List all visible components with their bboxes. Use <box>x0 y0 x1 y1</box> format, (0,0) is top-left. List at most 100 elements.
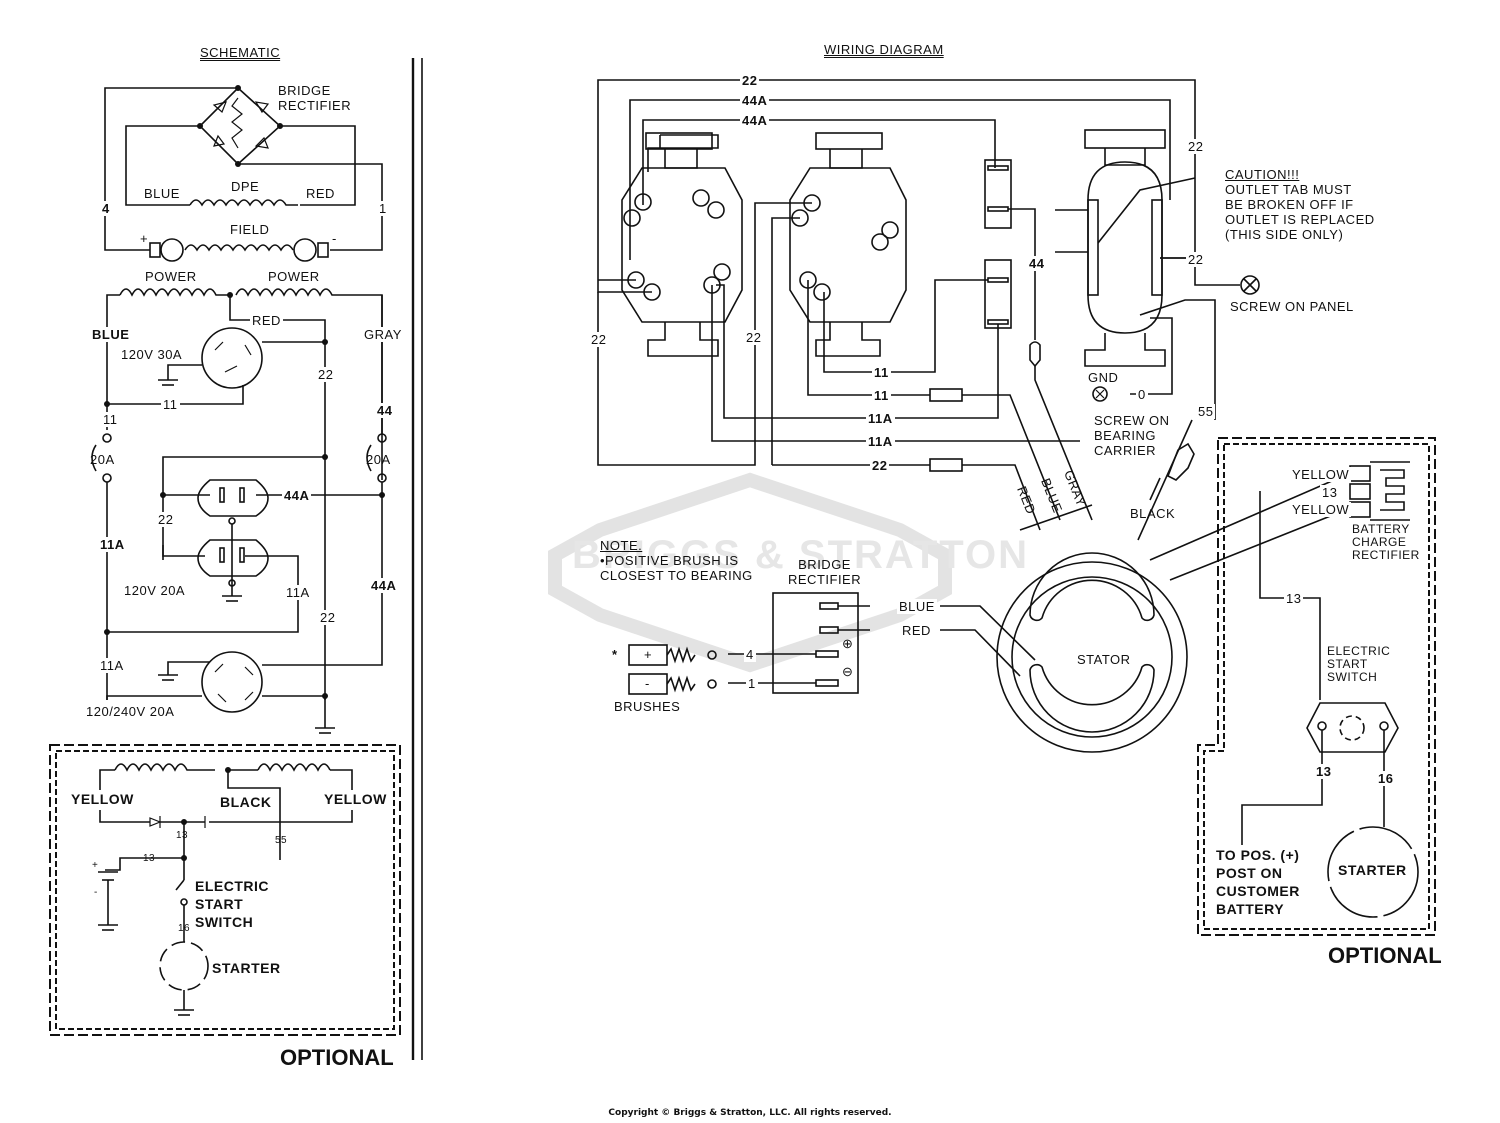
schematic-title: SCHEMATIC <box>200 45 281 60</box>
label-line: RECTIFIER <box>1352 548 1420 562</box>
breakers <box>91 295 387 483</box>
brushes-label: BRUSHES <box>614 699 681 714</box>
wiring-top-harness <box>597 79 1196 290</box>
label-line: BATTERY <box>1352 522 1410 536</box>
wire-label-4-brush: 4 <box>744 647 756 662</box>
wire-label-blue-power: BLUE <box>90 327 132 342</box>
wire-label-55: 55 <box>275 835 288 846</box>
stator <box>940 419 1349 753</box>
wire-label-11a-upper: 11A <box>866 411 895 426</box>
optional-label: OPTIONAL <box>280 1045 394 1070</box>
positive-terminal-symbol: ⊕ <box>842 636 854 651</box>
power-coil-left-label: POWER <box>143 269 199 284</box>
wire-label-red-tap: RED <box>250 313 283 328</box>
wire-label-22-duplex: 22 <box>156 512 176 527</box>
wiring-diagram-title: WIRING DIAGRAM <box>824 42 944 57</box>
power-coil-right-label: POWER <box>266 269 322 284</box>
label-line: CARRIER <box>1094 443 1157 458</box>
outlet-240v-label: 120/240V 20A <box>86 704 175 719</box>
duplex-outlet-symbol <box>197 479 269 602</box>
electric-start-switch-label: ELECTRIC START SWITCH <box>1327 645 1390 684</box>
wire-label-11-upper: 11 <box>872 365 891 380</box>
field-coil <box>149 238 329 262</box>
starter-label: STARTER <box>1338 862 1407 878</box>
wire-label-red-rectifier: RED <box>900 623 933 638</box>
optional-yellow-right-label: YELLOW <box>324 791 387 807</box>
battery-charge-rectifier-label: BATTERY CHARGE RECTIFIER <box>1352 523 1420 562</box>
wire-label-13-switch: 13 <box>1284 591 1304 606</box>
label-line: CUSTOMER <box>1216 883 1300 899</box>
wire-label-44a-second: 44A <box>740 113 770 128</box>
breaker-left-label: 20A <box>90 452 115 467</box>
wire-label-16: 16 <box>1376 771 1396 786</box>
note-line: CLOSEST TO BEARING <box>600 568 753 583</box>
caution-heading: CAUTION!!! <box>1225 167 1300 182</box>
wire-label-22-left: 22 <box>589 332 609 347</box>
optional-black-label: BLACK <box>218 794 274 810</box>
wire-label-13-battery: 13 <box>143 853 156 864</box>
dpe-label: DPE <box>229 179 262 194</box>
note-heading: NOTE. <box>600 538 643 553</box>
label-line: BRIDGE <box>798 557 851 572</box>
label-line: START <box>1327 657 1368 671</box>
label-line: START <box>195 896 244 912</box>
wire-label-13-battery: 13 <box>1314 764 1334 779</box>
wire-label-1-brush: 1 <box>746 676 758 691</box>
bridge-rectifier-box <box>728 592 870 694</box>
wire-label-22-right-top: 22 <box>1186 139 1206 154</box>
battery-minus-label: - <box>94 887 98 898</box>
caution-line: OUTLET IS REPLACED <box>1225 212 1375 227</box>
outlet-right-twistlock <box>1055 129 1260 420</box>
screw-on-panel-label: SCREW ON PANEL <box>1230 299 1354 314</box>
wire-label-22-mid: 22 <box>744 330 764 345</box>
wire-label-11a-duplex: 11A <box>284 585 312 600</box>
battery-plus-label: + <box>92 860 99 871</box>
wire-label-13: 13 <box>176 830 189 841</box>
optional-schematic-circuit <box>98 763 353 1016</box>
stator-label: STATOR <box>1077 652 1131 667</box>
wire-label-11a: 11A <box>98 537 127 552</box>
field-label: FIELD <box>228 222 272 237</box>
label-line: SCREW ON <box>1094 413 1170 428</box>
wire-label-44a-right: 44A <box>369 578 399 593</box>
outlet-30a-symbol <box>104 327 328 407</box>
label-line: ELECTRIC <box>195 878 269 894</box>
screw-on-bearing-carrier-label: SCREW ON BEARING CARRIER <box>1094 413 1170 458</box>
wire-label-44: 44 <box>375 403 395 418</box>
caution-note: CAUTION!!! OUTLET TAB MUST BE BROKEN OFF… <box>1225 167 1375 242</box>
negative-terminal-symbol: ⊖ <box>842 664 854 679</box>
breaker-right-label: 20A <box>366 452 391 467</box>
caution-line: (THIS SIDE ONLY) <box>1225 227 1344 242</box>
optional-label: OPTIONAL <box>1328 943 1442 968</box>
wire-label-blue: BLUE <box>142 186 182 201</box>
bridge-rectifier-label: BRIDGE RECTIFIER <box>788 557 861 587</box>
wire-label-44a: 44A <box>282 488 312 503</box>
note-line: •POSITIVE BRUSH IS <box>600 553 739 568</box>
wire-label-black: BLACK <box>1130 506 1176 521</box>
wiring-lower-harness <box>597 280 1093 531</box>
gnd-label: GND <box>1088 370 1119 385</box>
wire-label-44: 44 <box>1027 256 1047 271</box>
customer-battery-label: TO POS. (+) POST ON CUSTOMER BATTERY <box>1216 846 1300 918</box>
wire-label-44a-top: 44A <box>740 93 770 108</box>
wire-label-11a-lower: 11A <box>98 658 126 673</box>
label-line: POST ON <box>1216 865 1283 881</box>
optional-yellow-left-label: YELLOW <box>71 791 134 807</box>
wiring-optional-border <box>1197 437 1436 936</box>
schematic-bridge-rectifier <box>197 85 283 167</box>
label-line: BEARING <box>1094 428 1157 443</box>
brush-asterisk: * <box>612 647 618 662</box>
caution-line: OUTLET TAB MUST <box>1225 182 1352 197</box>
wire-label-gray: GRAY <box>362 327 404 342</box>
wire-label-13-rectifier: 13 <box>1320 485 1340 500</box>
wiring-optional-border <box>1203 443 1430 930</box>
wire-label-22-right-mid: 22 <box>1186 252 1206 267</box>
wire-label-red: RED <box>304 186 337 201</box>
starter-label: STARTER <box>212 960 281 976</box>
label-line: SWITCH <box>1327 670 1378 684</box>
electric-start-switch-label: ELECTRIC START SWITCH <box>195 877 269 931</box>
label-line: RECTIFIER <box>788 572 862 587</box>
wire-label-1: 1 <box>377 201 389 216</box>
copyright-footer: Copyright © Briggs & Stratton, LLC. All … <box>608 1108 892 1118</box>
